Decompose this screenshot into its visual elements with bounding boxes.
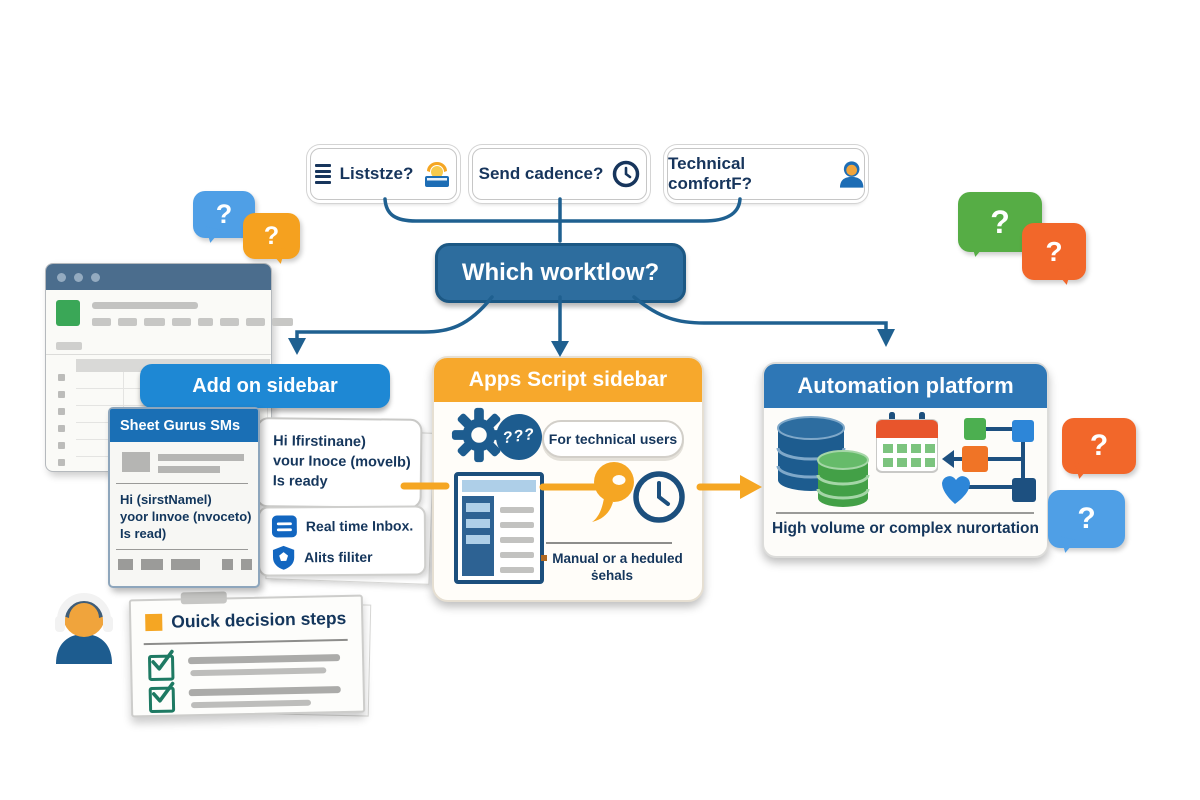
divider (546, 542, 672, 544)
question-bubble-icon: ? (1022, 223, 1086, 280)
clock-icon (613, 160, 640, 188)
mock-header (462, 480, 536, 492)
card-tab (180, 591, 227, 605)
placeholder-bar (190, 667, 327, 677)
divider (143, 638, 348, 646)
database-icon (816, 450, 870, 507)
divider (776, 512, 1034, 514)
question-box-list-size: Liststze? (310, 148, 457, 200)
script-editor-mock (454, 472, 544, 584)
placeholder-thumbnail (122, 452, 150, 472)
feature-label: Real time Inbox. (305, 517, 414, 535)
feature-row: Alits filiter (272, 544, 373, 571)
decision-node: Which worktlow? (435, 243, 686, 303)
question-box-technical-comfort: Technical comfortF? (667, 148, 865, 200)
placeholder-bar (188, 654, 341, 665)
branch-header-automation: Automation platform (764, 364, 1047, 408)
branch-header-apps-script: Apps Script sidebar (434, 358, 702, 402)
person-laptop-icon (425, 161, 450, 187)
preview-message-card: Hi Ifirstinane) vour Inoce (movelb) Is r… (255, 417, 423, 509)
orange-square-bullet (145, 613, 163, 632)
placeholder-bar (158, 466, 220, 473)
checkmark-icon (151, 681, 175, 703)
row-numbers (46, 374, 76, 466)
feature-label: Alits filiter (304, 548, 373, 566)
divider (116, 483, 248, 484)
branch-header-label: Automation platform (797, 373, 1014, 398)
features-card: Real time Inbox. Alits filiter (257, 505, 427, 577)
sheets-icon (56, 300, 80, 326)
question-bubble-icon: ? (1062, 418, 1136, 474)
window-titlebar (46, 264, 271, 290)
placeholder-bar (92, 302, 198, 309)
calendar-icon (876, 412, 938, 473)
clock-icon (633, 471, 685, 523)
template-message: Hi (sirstNamel) yoor lınvoe (nvoceto) Is… (120, 492, 252, 541)
question-box-send-cadence: Send cadence? (472, 148, 647, 200)
technical-users-badge: For technical users (542, 420, 684, 458)
checkmark-icon (151, 649, 174, 671)
bullet (541, 555, 548, 561)
card-title: Ouick decision steps (171, 607, 347, 632)
name-box (56, 342, 82, 350)
question-bubble-icon: ? (243, 213, 300, 259)
sidebar-panel-title: Sheet Gurus SMs (110, 409, 258, 442)
branch-header-label: Apps Script sidebar (468, 368, 668, 391)
apps-script-panel: Apps Script sidebar ??? For technical us… (432, 356, 704, 602)
headset-avatar-icon (55, 593, 113, 664)
person-icon (839, 161, 864, 188)
automation-platform-panel: Automation platform (762, 362, 1049, 558)
automation-caption: High volume or complex nurortation (772, 520, 1039, 537)
feature-row: Real time Inbox. (271, 515, 414, 538)
mock-content (500, 498, 534, 576)
divider (46, 354, 271, 355)
divider (116, 549, 248, 550)
question-label: Send cadence? (478, 164, 604, 183)
branch-header-addon: Add on sidebar (140, 364, 390, 408)
shield-icon (272, 545, 295, 570)
placeholder-buttons (118, 559, 252, 570)
branch-header-label: Add on sidebar (192, 374, 338, 397)
question-bubble-icon: ? (1048, 490, 1125, 548)
gear-icon (451, 407, 507, 463)
chat-blob-icon (592, 462, 634, 522)
addon-sidebar-panel: Sheet Gurus SMs Hi (sirstNamel) yoor lın… (108, 407, 260, 588)
apps-caption: Manual or a heduled ṡehals (530, 550, 694, 584)
flowchart-icon (942, 418, 1036, 504)
placeholder-bar (188, 686, 341, 697)
mock-sidebar (462, 496, 494, 576)
decision-label: Which worktlow? (461, 259, 660, 286)
card-title-row: Ouick decision steps (145, 608, 346, 633)
question-label: Technical comfortF? (668, 154, 753, 193)
placeholder-bar (190, 699, 312, 709)
question-label: Liststze? (339, 164, 414, 183)
menu-placeholder-bars (92, 318, 293, 326)
inbox-icon (271, 515, 297, 538)
placeholder-bar (158, 454, 244, 461)
list-icon (314, 164, 331, 184)
quick-decision-steps-card: Ouick decision steps (128, 591, 366, 718)
